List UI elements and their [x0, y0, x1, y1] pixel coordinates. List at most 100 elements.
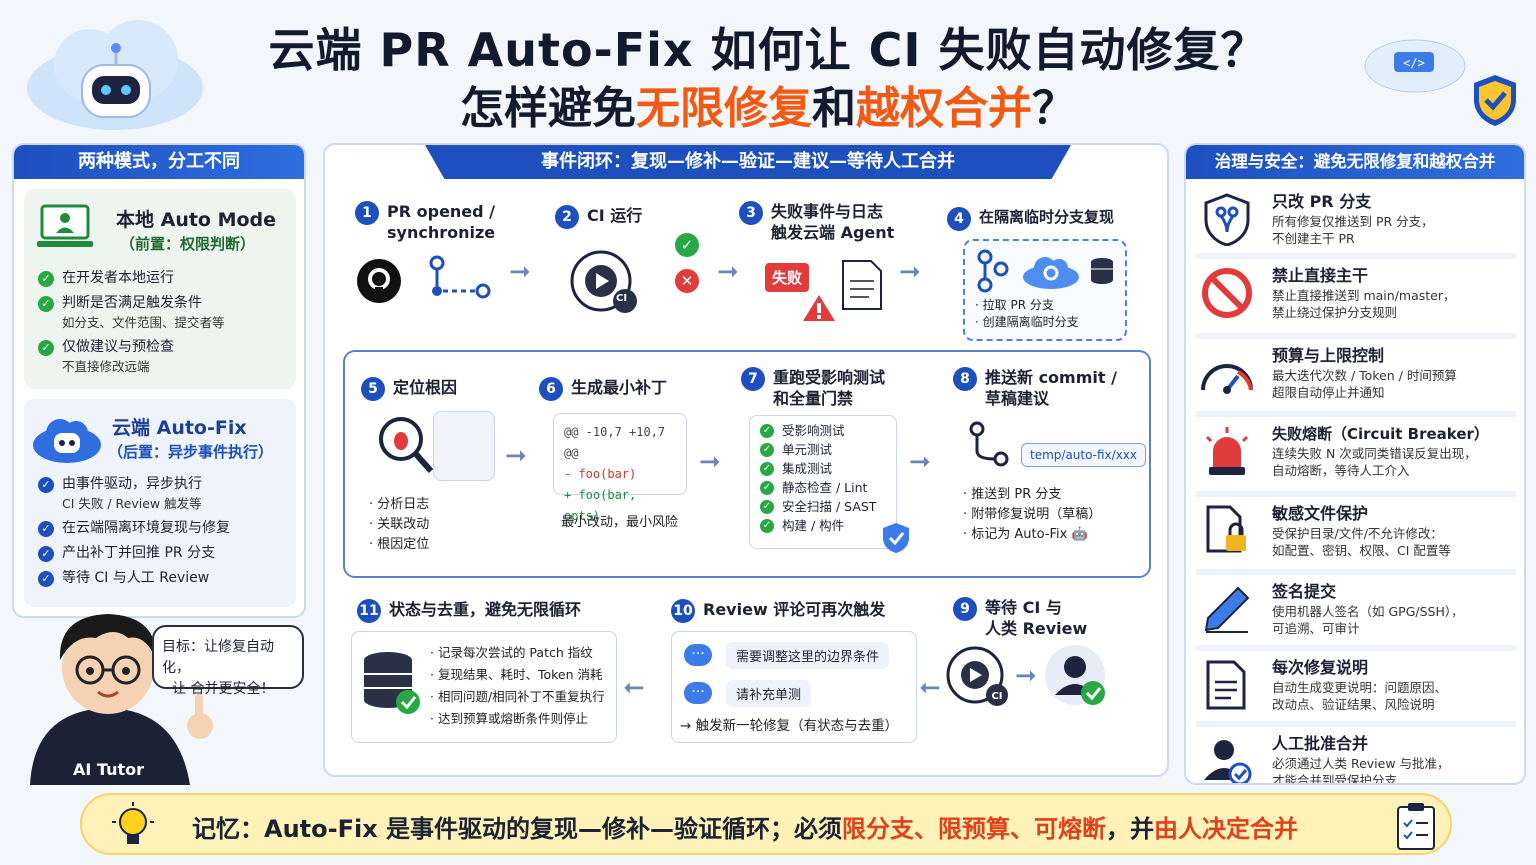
step11-list: · 记录每次尝试的 Patch 指纹· 复现结果、耗时、Token 消耗· 相同…: [430, 645, 605, 726]
page-title: 云端 PR Auto-Fix 如何让 CI 失败自动修复？: [268, 23, 1268, 77]
check-icon: ✓: [38, 546, 54, 562]
shield-branch-icon: [1204, 193, 1250, 246]
gauge-icon: [1201, 364, 1253, 394]
step10-note: → 触发新一轮修复（有状态与去重）: [680, 718, 899, 734]
test-gates-box: ✓受影响测试 ✓单元测试 ✓集成测试 ✓静态检查 / Lint ✓安全扫描 / …: [749, 415, 897, 549]
check-icon: ✓: [38, 271, 54, 287]
modes-header: 两种模式，分工不同: [14, 145, 304, 179]
page-subtitle: 怎样避免无限修复和越权合并？: [460, 83, 1076, 134]
arrow-right-icon: ➞: [509, 257, 531, 287]
ci-pass-icon: ✓: [675, 233, 699, 257]
cloud-mode-title: 云端 Auto-Fix: [112, 417, 247, 439]
governance-item: 人工批准合并必须通过人类 Review 与批准，才能合并到受保护分支: [1196, 727, 1516, 783]
review-comments-box: ··· 需要调整这里的边界条件 ··· 请补充单测 → 触发新一轮修复（有状态与…: [671, 631, 917, 743]
governance-header: 治理与安全：避免无限修复和越权合并: [1186, 145, 1524, 179]
step4-list: · 拉取 PR 分支· 创建隔离临时分支: [975, 298, 1079, 329]
isolated-env-box: · 拉取 PR 分支· 创建隔离临时分支: [963, 239, 1127, 341]
local-mode-subtitle: （前置：权限判断）: [120, 235, 256, 253]
check-icon: ✓: [760, 424, 774, 438]
ci-run-icon: [570, 250, 637, 313]
check-icon: ✓: [760, 500, 774, 514]
governance-panel: 治理与安全：避免无限修复和越权合并 只改 PR 分支所有修复仅推送到 PR 分支…: [1184, 143, 1526, 785]
check-icon: ✓: [760, 443, 774, 457]
clipboard-icon: [1397, 803, 1435, 850]
check-icon: ✓: [38, 521, 54, 537]
arrow-right-icon: ➞: [505, 441, 527, 471]
step5-list: · 分析日志· 关联改动· 根因定位: [369, 497, 430, 552]
pr-branch-icon: [429, 255, 491, 299]
svg-text:</>: </>: [1403, 56, 1425, 70]
svg-text:CI: CI: [991, 691, 1002, 702]
dedupe-box: · 记录每次尝试的 Patch 指纹· 复现结果、耗时、Token 消耗· 相同…: [351, 631, 617, 743]
patch-diff-box: @@ -10,7 +10,7 @@ - foo(bar) + foo(bar, …: [553, 413, 687, 523]
bug-search-icon: [379, 417, 434, 473]
lightbulb-icon: [112, 802, 154, 844]
loop-connector: [343, 350, 1151, 578]
step8-list: · 推送到 PR 分支· 附带修复说明（草稿）· 标记为 Auto-Fix 🤖: [963, 487, 1102, 542]
lock-file-icon: [1206, 505, 1246, 553]
governance-item: 每次修复说明自动生成变更说明：问题原因、改动点、验证结果、风险说明: [1196, 651, 1516, 727]
cloud-mode-subtitle: （后置：异步事件执行）: [108, 443, 274, 461]
governance-item: 签名提交使用机器人签名（如 GPG/SSH），可追溯、可审计: [1196, 575, 1516, 651]
step6-caption: 最小改动，最小风险: [561, 515, 679, 530]
ci-run-icon: CI: [946, 646, 1008, 706]
arrow-left-icon: ➞: [919, 673, 941, 703]
arrow-right-icon: ➞: [717, 257, 739, 287]
log-lines-icon: [433, 411, 495, 481]
comment-icon: ···: [684, 682, 712, 704]
governance-item: 只改 PR 分支所有修复仅推送到 PR 分支，不创建主干 PR: [1196, 185, 1516, 259]
database-icon: [1091, 258, 1113, 284]
robot-icon: 🤖: [1071, 527, 1088, 542]
user-check-icon: [1204, 740, 1252, 783]
ai-tutor-label: AI Tutor: [73, 760, 144, 779]
prohibit-icon: [1202, 268, 1252, 318]
branch-icon: [977, 249, 1009, 293]
governance-item: 预算与上限控制最大迭代次数 / Token / 时间预算超限自动停止并通知: [1196, 339, 1516, 417]
fail-badge: 失败: [765, 263, 810, 292]
arrow-right-icon: ➞: [1015, 661, 1037, 691]
robot-cloud-icon: [27, 20, 203, 130]
ci-fail-icon: ✕: [675, 269, 699, 293]
cloud-gear-icon: [1023, 257, 1079, 289]
review-comment: 需要调整这里的边界条件: [726, 642, 890, 669]
arrow-left-icon: ➞: [623, 673, 645, 703]
user-approve-icon: [1045, 645, 1105, 705]
alarm-icon: [1205, 427, 1249, 475]
memo-bar: 记忆：Auto-Fix 是事件驱动的复现—修补—验证循环；必须限分支、限预算、可…: [80, 793, 1452, 855]
governance-list: 只改 PR 分支所有修复仅推送到 PR 分支，不创建主干 PR 禁止直接主干禁止…: [1196, 185, 1516, 783]
check-icon: ✓: [38, 477, 54, 493]
check-icon: ✓: [38, 571, 54, 587]
check-icon: ✓: [760, 481, 774, 495]
arrow-right-icon: ➞: [909, 447, 931, 477]
ci-badge: CI: [616, 293, 628, 304]
comment-icon: ···: [684, 644, 712, 666]
commit-branch-icon: [969, 421, 1009, 467]
governance-item: 敏感文件保护受保护目录/文件/不允许修改：如配置、密钥、权限、CI 配置等: [1196, 497, 1516, 575]
governance-item: 失败熔断（Circuit Breaker）连续失败 N 次或同类错误反复出现，自…: [1196, 417, 1516, 497]
local-bullets: ✓在开发者本地运行 ✓判断是否满足触发条件如分支、文件范围、提交者等 ✓仅做建议…: [38, 269, 288, 376]
shield-check-icon: [883, 523, 909, 553]
warning-icon: [803, 295, 835, 321]
shield-check-icon: [1474, 75, 1516, 126]
pen-icon: [1204, 586, 1250, 633]
memo-text: 记忆：Auto-Fix 是事件驱动的复现—修补—验证循环；必须限分支、限预算、可…: [192, 815, 1299, 843]
local-mode-title: 本地 Auto Mode: [116, 209, 277, 231]
github-icon: [357, 259, 401, 303]
check-icon: ✓: [760, 462, 774, 476]
check-icon: ✓: [38, 340, 54, 356]
document-icon: [1206, 660, 1246, 710]
tutor-speech-bubble: 目标：让修复自动化，让 合并更安全！: [152, 625, 304, 697]
branch-tag: temp/auto-fix/xxx: [1021, 443, 1147, 467]
cloud-robot-icon: [33, 419, 101, 463]
